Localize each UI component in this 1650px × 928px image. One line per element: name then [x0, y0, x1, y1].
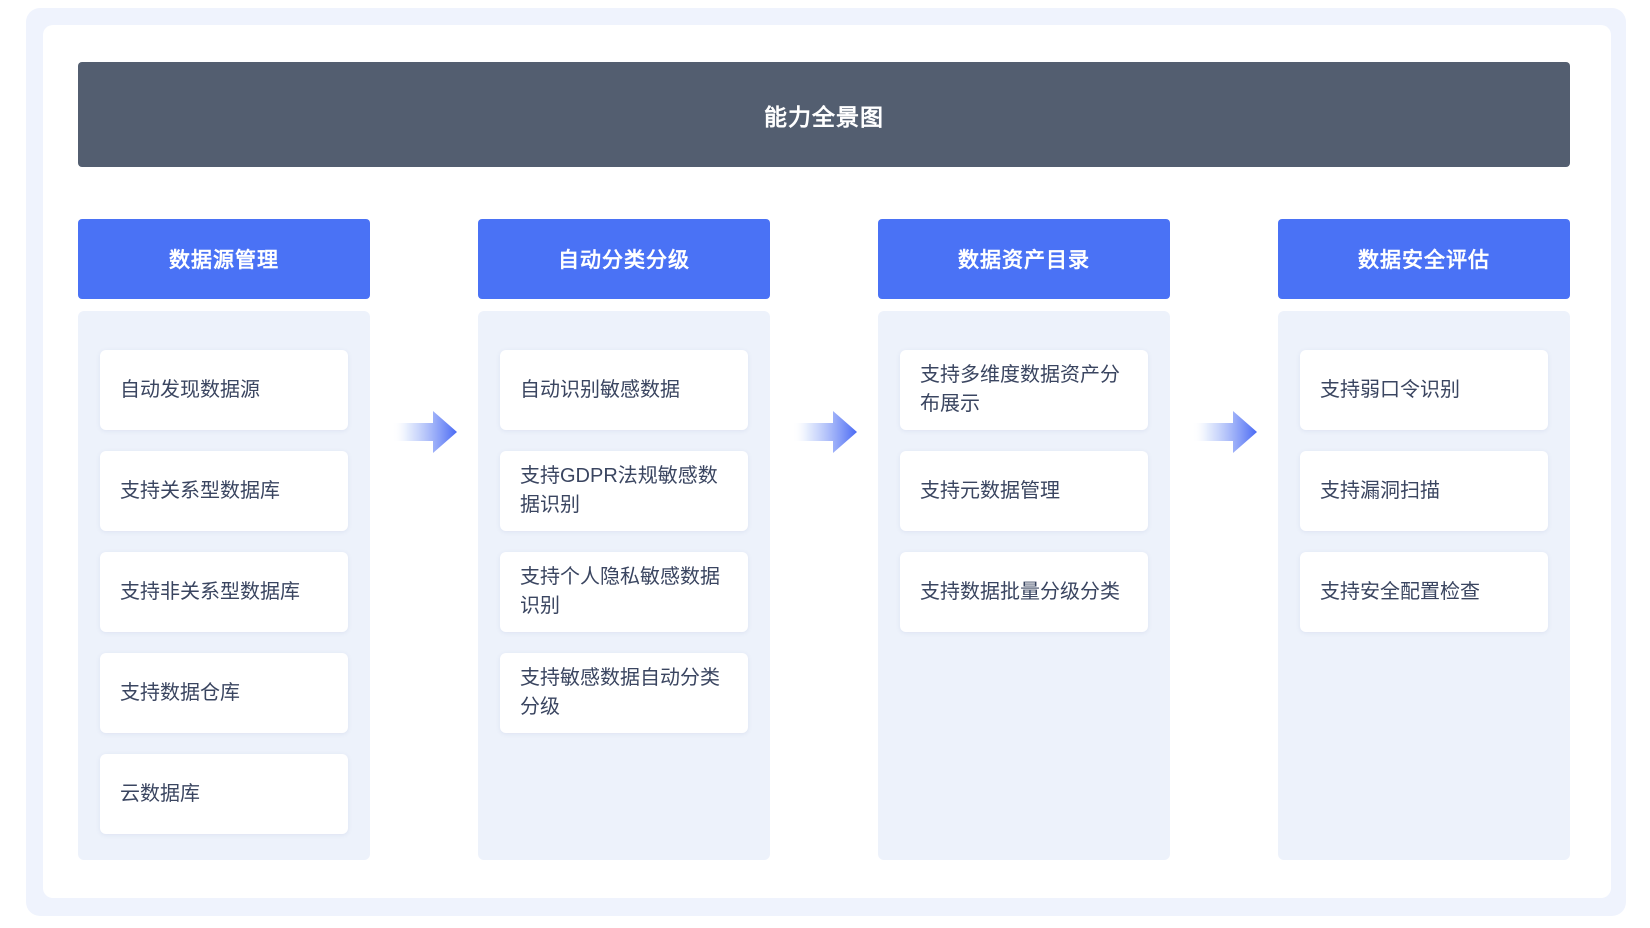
column-panel: 支持多维度数据资产分布展示支持元数据管理支持数据批量分级分类 [878, 311, 1170, 860]
capability-item: 支持数据批量分级分类 [900, 552, 1148, 632]
title-banner: 能力全景图 [78, 62, 1570, 167]
capability-item: 支持弱口令识别 [1300, 350, 1548, 430]
column-panel: 自动识别敏感数据支持GDPR法规敏感数据识别支持个人隐私敏感数据识别支持敏感数据… [478, 311, 770, 860]
column-panel: 自动发现数据源支持关系型数据库支持非关系型数据库支持数据仓库云数据库 [78, 311, 370, 860]
column-3: 数据资产目录 支持多维度数据资产分布展示支持元数据管理支持数据批量分级分类 [878, 219, 1170, 860]
column-header: 自动分类分级 [478, 219, 770, 299]
column-header: 数据安全评估 [1278, 219, 1570, 299]
diagram-title: 能力全景图 [764, 103, 884, 130]
capability-item: 支持漏洞扫描 [1300, 451, 1548, 531]
flow-arrow-icon [792, 411, 857, 453]
capability-item: 支持数据仓库 [100, 653, 348, 733]
capability-item: 自动识别敏感数据 [500, 350, 748, 430]
capability-item: 支持安全配置检查 [1300, 552, 1548, 632]
column-header: 数据资产目录 [878, 219, 1170, 299]
flow-arrow-icon [1192, 411, 1257, 453]
flow-arrow-icon [392, 411, 457, 453]
capability-item: 支持关系型数据库 [100, 451, 348, 531]
background-frame: 能力全景图 数据源管理 自动发现数据源支持关系型数据库支持非关系型数据库支持数据… [26, 8, 1626, 916]
capability-item: 支持敏感数据自动分类分级 [500, 653, 748, 733]
column-panel: 支持弱口令识别支持漏洞扫描支持安全配置检查 [1278, 311, 1570, 860]
content-area: 能力全景图 数据源管理 自动发现数据源支持关系型数据库支持非关系型数据库支持数据… [78, 25, 1570, 898]
column-4: 数据安全评估 支持弱口令识别支持漏洞扫描支持安全配置检查 [1278, 219, 1570, 860]
capability-item: 支持非关系型数据库 [100, 552, 348, 632]
capability-item: 自动发现数据源 [100, 350, 348, 430]
main-card: 能力全景图 数据源管理 自动发现数据源支持关系型数据库支持非关系型数据库支持数据… [43, 25, 1611, 898]
capability-item: 支持多维度数据资产分布展示 [900, 350, 1148, 430]
capability-item: 支持个人隐私敏感数据识别 [500, 552, 748, 632]
columns-row: 数据源管理 自动发现数据源支持关系型数据库支持非关系型数据库支持数据仓库云数据库… [78, 219, 1570, 860]
column-header: 数据源管理 [78, 219, 370, 299]
capability-item: 云数据库 [100, 754, 348, 834]
capability-item: 支持GDPR法规敏感数据识别 [500, 451, 748, 531]
capability-item: 支持元数据管理 [900, 451, 1148, 531]
column-1: 数据源管理 自动发现数据源支持关系型数据库支持非关系型数据库支持数据仓库云数据库 [78, 219, 370, 860]
column-2: 自动分类分级 自动识别敏感数据支持GDPR法规敏感数据识别支持个人隐私敏感数据识… [478, 219, 770, 860]
